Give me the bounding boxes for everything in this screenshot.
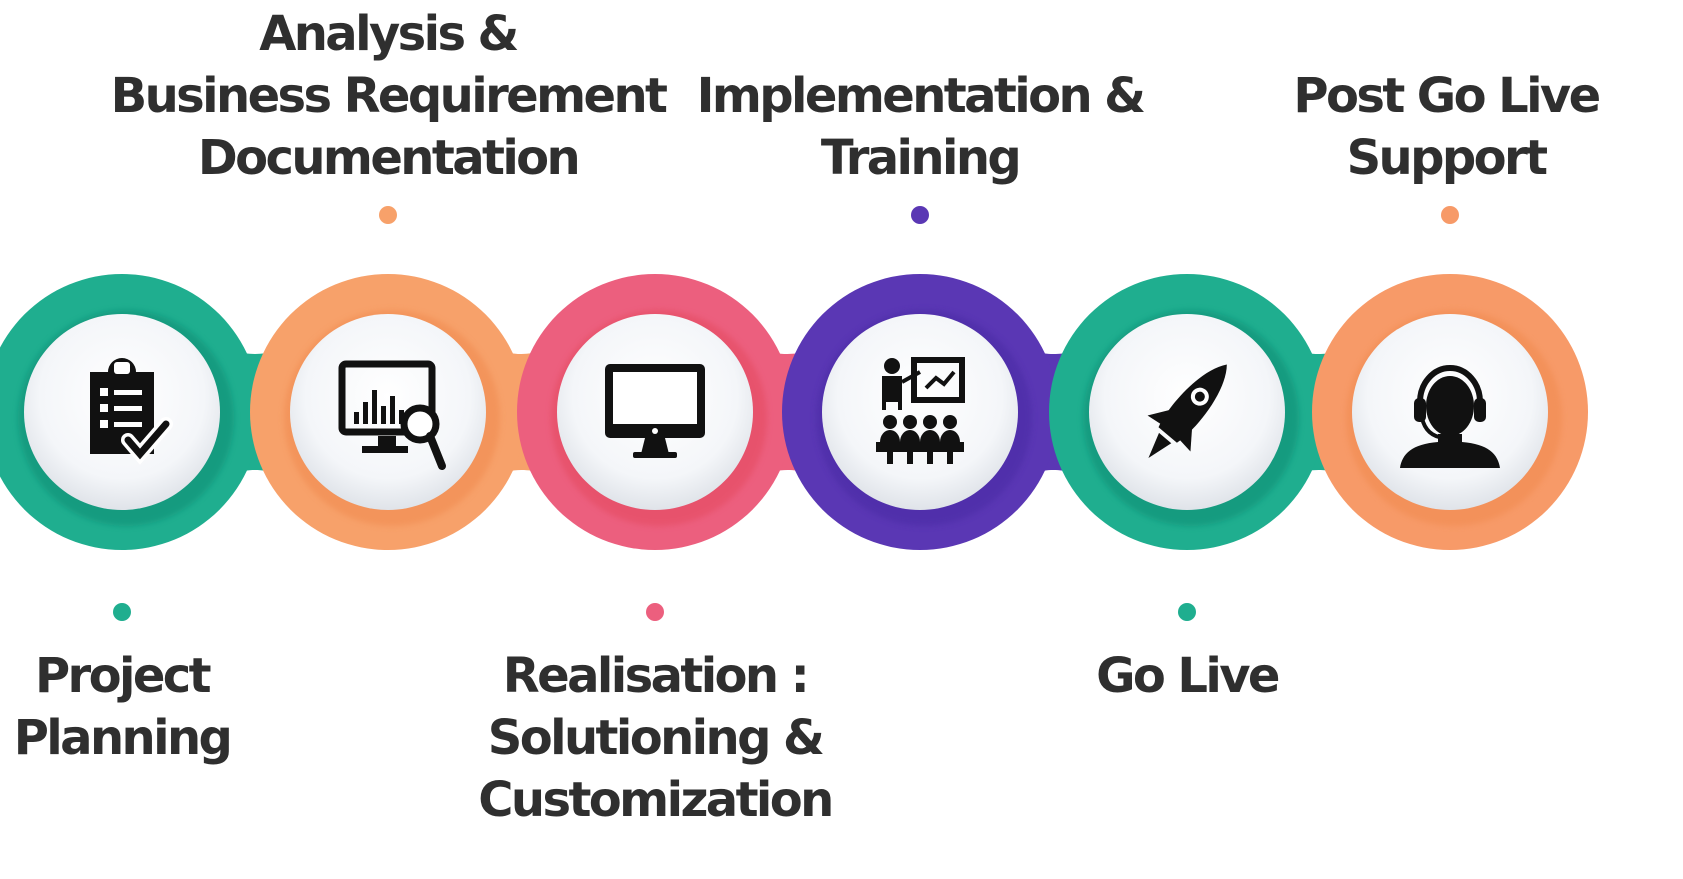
step-node [782,274,1058,550]
step-label-line: Analysis & [259,6,517,62]
step-dot [646,603,664,621]
training-presentation-icon [876,357,965,464]
step-dot [113,603,131,621]
step-label-line: Customization [478,772,831,828]
ring-layer [0,274,1588,550]
step-label-line: Training [821,130,1019,186]
step-label-line: Realisation : [503,648,807,704]
step-inner-disc [822,314,1018,510]
step-dot [379,206,397,224]
step-label-line: Post Go Live [1293,68,1599,124]
step-inner-disc [290,314,486,510]
step-label-line: Implementation & [697,68,1145,124]
rocket-icon [1147,364,1227,458]
monitor-analytics-icon [338,360,446,470]
step-label-line: Business Requirement [111,68,667,124]
clipboard-checklist-icon [90,358,173,465]
step-label-line: Project [35,648,211,704]
step-label-line: Go Live [1096,648,1279,704]
step-label-line: Support [1347,130,1548,186]
headset-support-icon [1400,365,1500,468]
step-node [250,274,526,550]
step-label-line: Documentation [198,130,578,186]
step-label-line: Planning [14,710,231,766]
desktop-monitor-icon [605,364,705,458]
icon-layer [90,357,1500,470]
step-dot [911,206,929,224]
step-label-line: Solutioning & [488,710,823,766]
step-dot [1178,603,1196,621]
step-dot [1441,206,1459,224]
